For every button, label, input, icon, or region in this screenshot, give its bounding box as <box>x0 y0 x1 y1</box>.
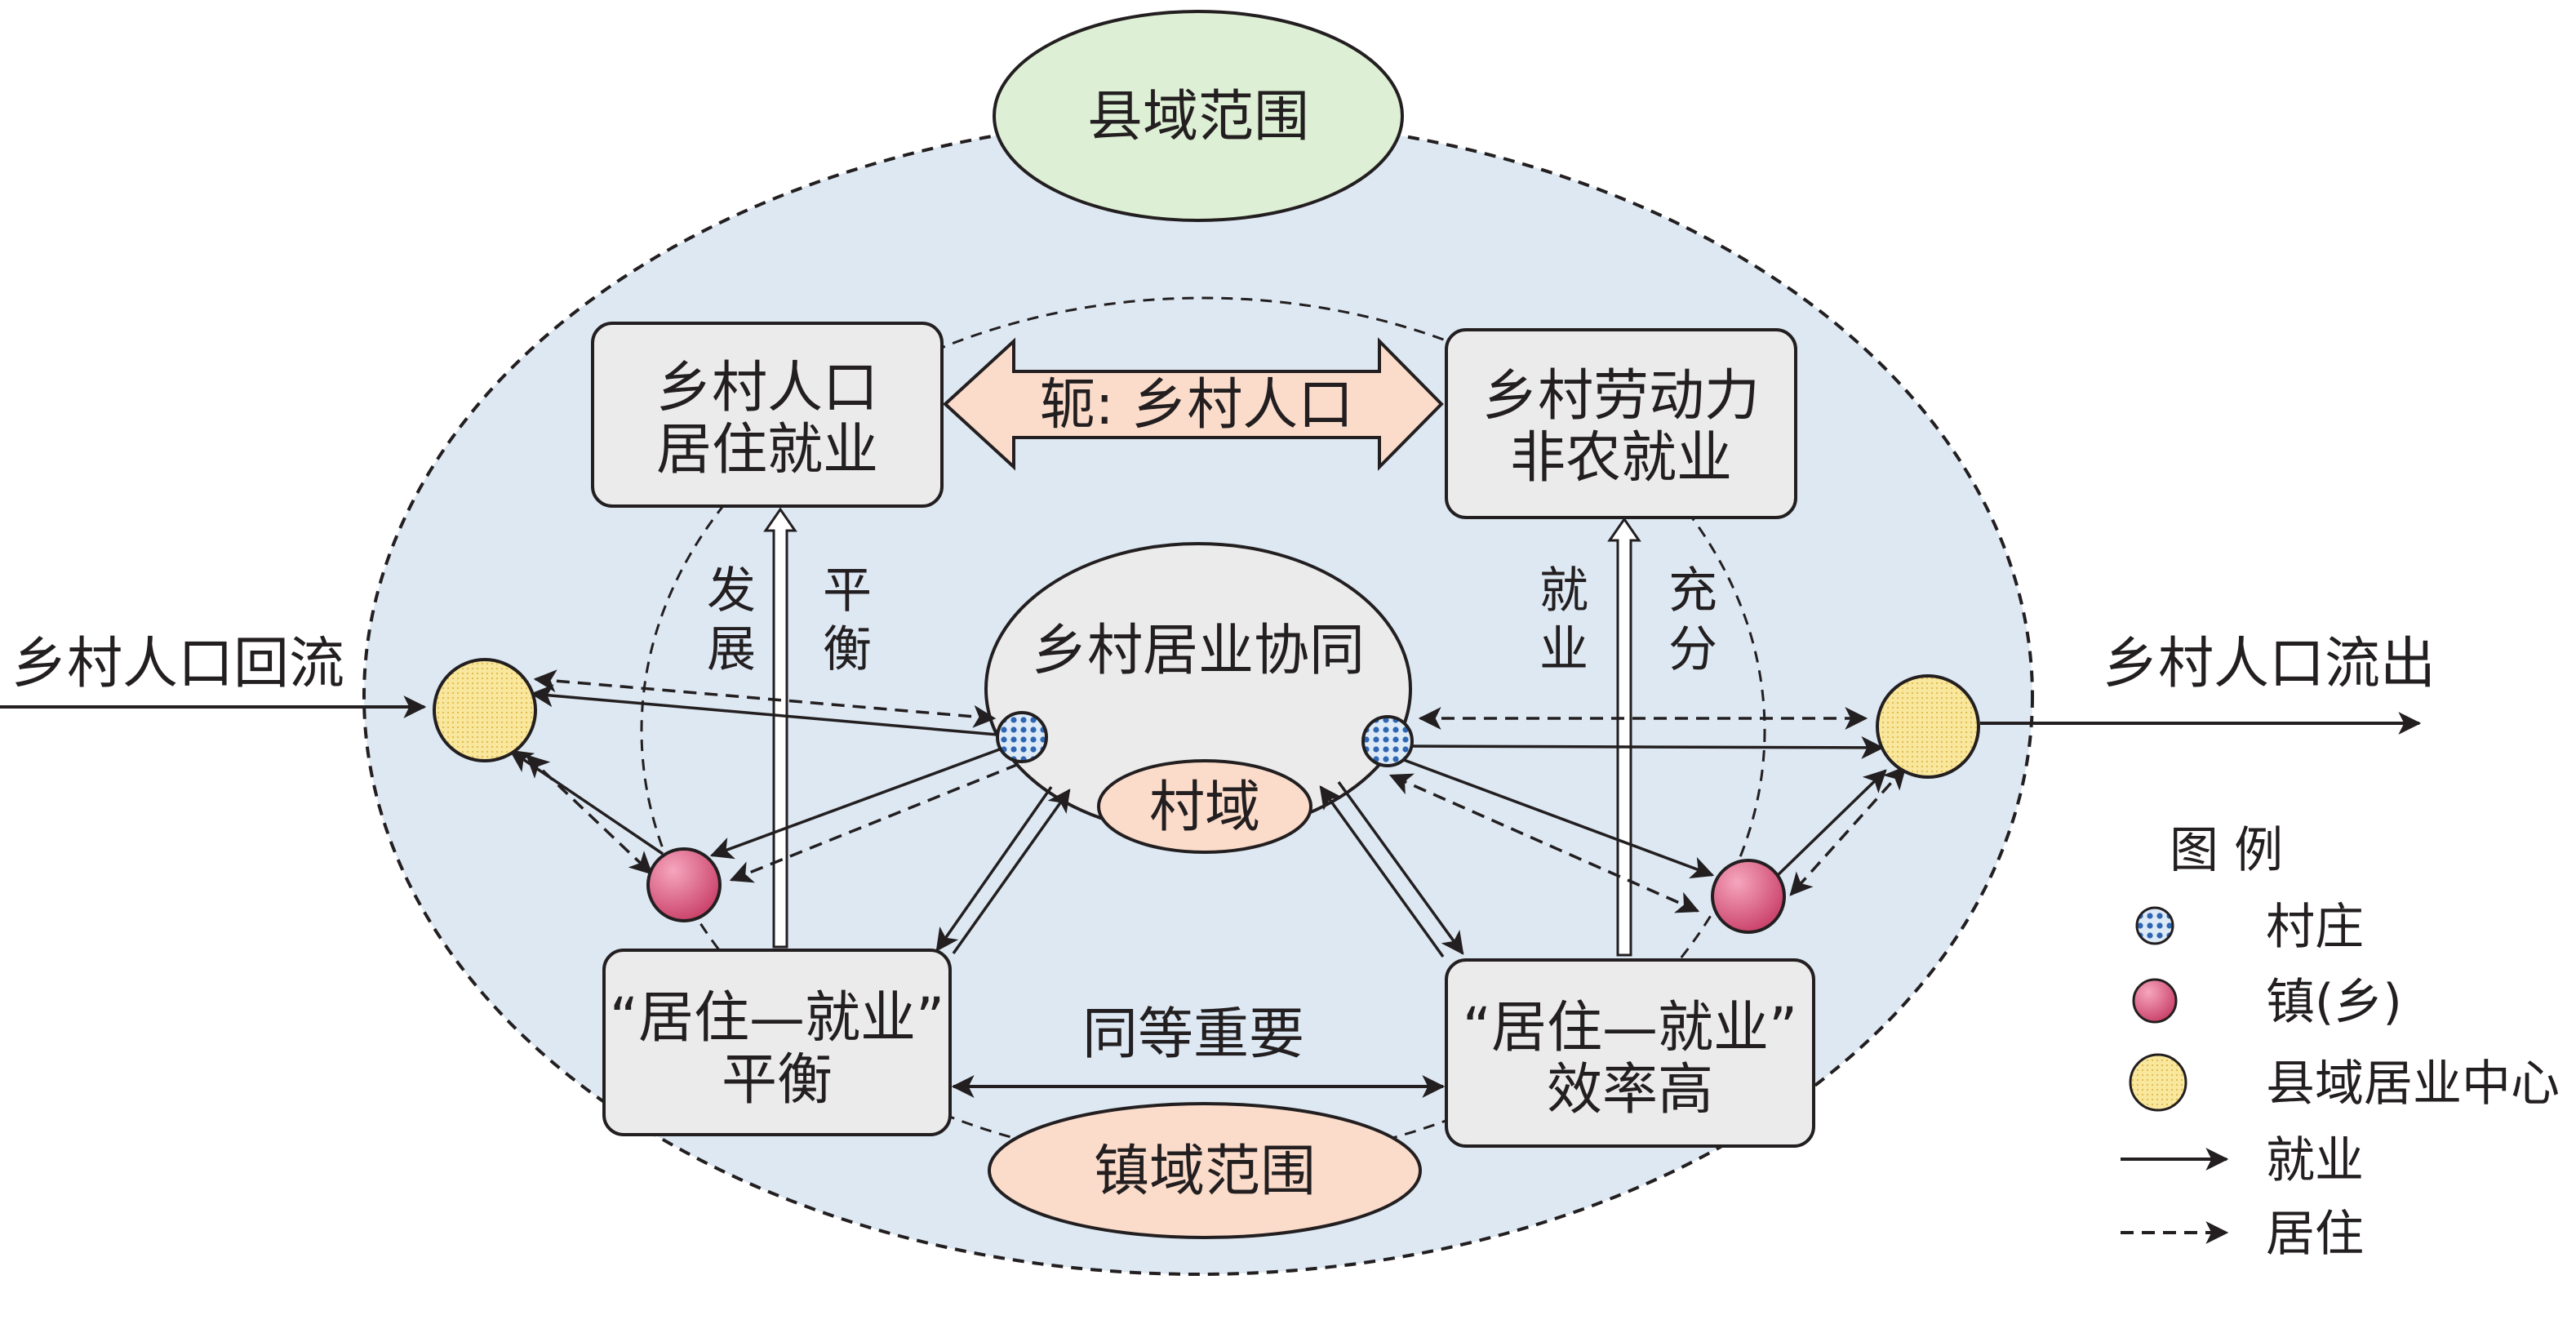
right-employ-village-to-hub <box>1401 735 1885 759</box>
right-residence-town-to-village <box>1388 773 1700 913</box>
box-bottom-left-line2: 平衡 <box>722 1048 833 1113</box>
box-bottom-left-line1: “居住—就业” <box>610 986 944 1051</box>
town-right <box>1711 859 1786 934</box>
arrow-balance-to-synergy <box>952 789 1071 955</box>
county-hub-right <box>1876 674 1980 779</box>
box-top-right-line2: 非农就业 <box>1510 426 1732 491</box>
county-scope-label-bubble <box>993 10 1404 222</box>
legend-label-town: 镇(乡) <box>2266 974 2402 1031</box>
side-label-employ-1: 就 <box>1539 562 1588 620</box>
box-rural-residence-employment: 乡村人口 居住就业 <box>591 322 944 508</box>
right-residence-hub-to-town <box>1789 766 1907 896</box>
synergy-label: 乡村居业协同 <box>1032 619 1365 683</box>
left-employ-village-to-town <box>709 746 1005 860</box>
equal-importance-label: 同等重要 <box>1082 1002 1304 1067</box>
box-high-efficiency: “居住—就业” 效率高 <box>1445 958 1815 1148</box>
county-hub-icon <box>2129 1053 2187 1112</box>
box-bottom-right-line1: “居住—就业” <box>1463 996 1797 1060</box>
side-label-employ-2: 业 <box>1539 621 1588 678</box>
side-label-balance-1: 平 <box>823 562 872 620</box>
box-top-left-line2: 居住就业 <box>656 418 878 482</box>
town-scope-label: 镇域范围 <box>1094 1140 1316 1204</box>
village-right <box>1361 715 1414 767</box>
box-rural-labor-nonfarm: 乡村劳动力 非农就业 <box>1445 328 1797 519</box>
box-bottom-right-line2: 效率高 <box>1547 1058 1713 1122</box>
outflow-label: 乡村人口流出 <box>2103 632 2436 696</box>
county-hub-left <box>433 658 537 762</box>
left-residence-village-to-town <box>729 762 1019 883</box>
box-top-right-line1: 乡村劳动力 <box>1482 364 1760 429</box>
hollow-arrow-left <box>763 507 797 949</box>
village-left <box>996 711 1048 763</box>
arrow-efficiency-to-synergy <box>1319 785 1445 958</box>
box-top-left-line1: 乡村人口 <box>656 356 878 420</box>
town-left <box>646 847 722 922</box>
village-area-label: 村域 <box>1149 775 1260 840</box>
county-scope-label: 县域范围 <box>1087 85 1309 149</box>
legend-label-hub: 县域居业中心 <box>2266 1055 2560 1113</box>
side-label-develop-2: 展 <box>707 621 756 678</box>
left-residence-hub-to-town <box>526 754 653 875</box>
box-balance: “居住—就业” 平衡 <box>602 949 952 1136</box>
arrow-synergy-to-balance <box>935 785 1053 952</box>
legend-label-village: 村庄 <box>2266 899 2364 956</box>
side-label-full-1: 充 <box>1668 562 1717 620</box>
yoke-label: 轭: 乡村人口 <box>1040 373 1354 438</box>
inflow-label: 乡村人口回流 <box>11 632 344 696</box>
legend-title: 图 例 <box>2170 822 2283 879</box>
side-label-full-2: 分 <box>1668 621 1717 678</box>
legend: 图 例 村庄 镇(乡) 县域居业中心 就业 居住 <box>2121 822 2560 1263</box>
legend-label-residence: 居住 <box>2266 1206 2364 1263</box>
village-area-bubble <box>1097 759 1312 854</box>
left-residence-hub-to-village <box>533 669 997 728</box>
village-icon <box>2135 906 2174 945</box>
town-icon <box>2132 978 2178 1024</box>
town-scope-label-bubble <box>988 1102 1422 1239</box>
legend-label-employment: 就业 <box>2266 1132 2364 1189</box>
yoke-double-arrow <box>943 337 1444 471</box>
side-label-balance-2: 衡 <box>823 621 872 678</box>
side-label-develop-1: 发 <box>707 562 756 620</box>
